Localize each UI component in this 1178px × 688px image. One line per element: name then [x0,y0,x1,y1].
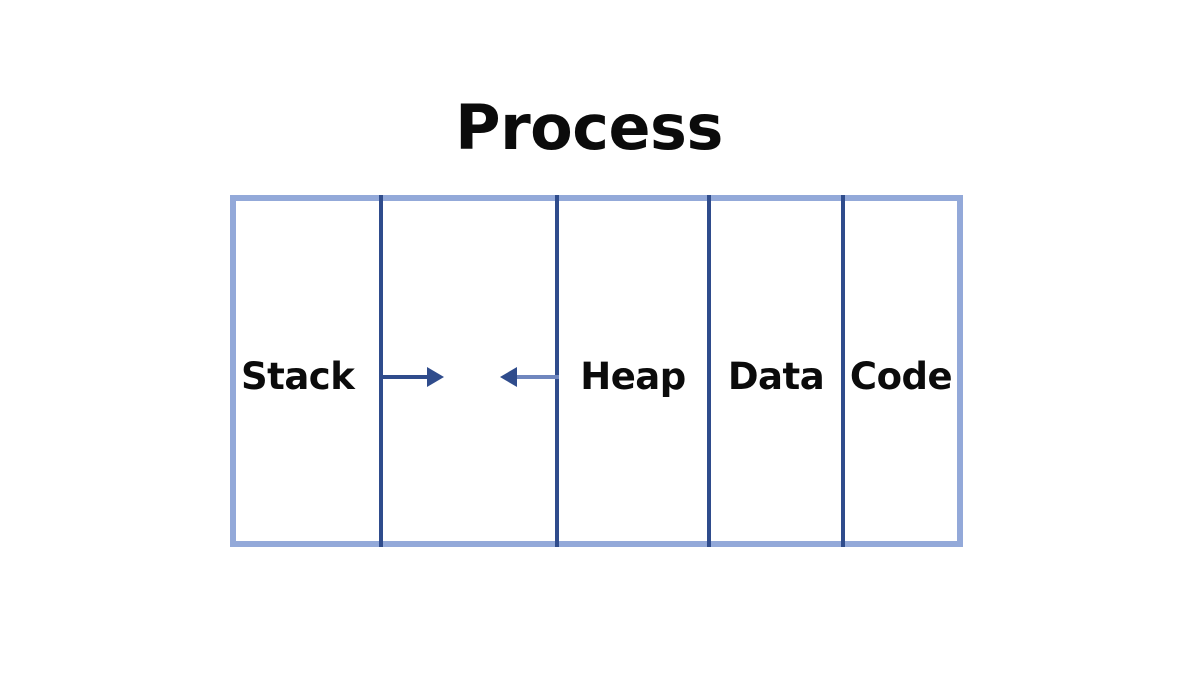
segment-divider-free-heap [555,195,559,547]
segment-label-stack: Stack [241,355,355,398]
segment-label-heap: Heap [580,355,686,398]
page-title: Process [455,91,723,164]
segment-divider-heap-data [707,195,711,547]
heap-growth-arrow-left-icon [500,367,559,387]
segment-label-code: Code [849,355,953,398]
segment-label-data: Data [727,355,825,398]
segment-divider-stack-free [379,195,383,547]
stack-growth-arrow-right-icon [382,367,444,387]
process-memory-box [230,195,963,547]
segment-divider-data-code [841,195,845,547]
